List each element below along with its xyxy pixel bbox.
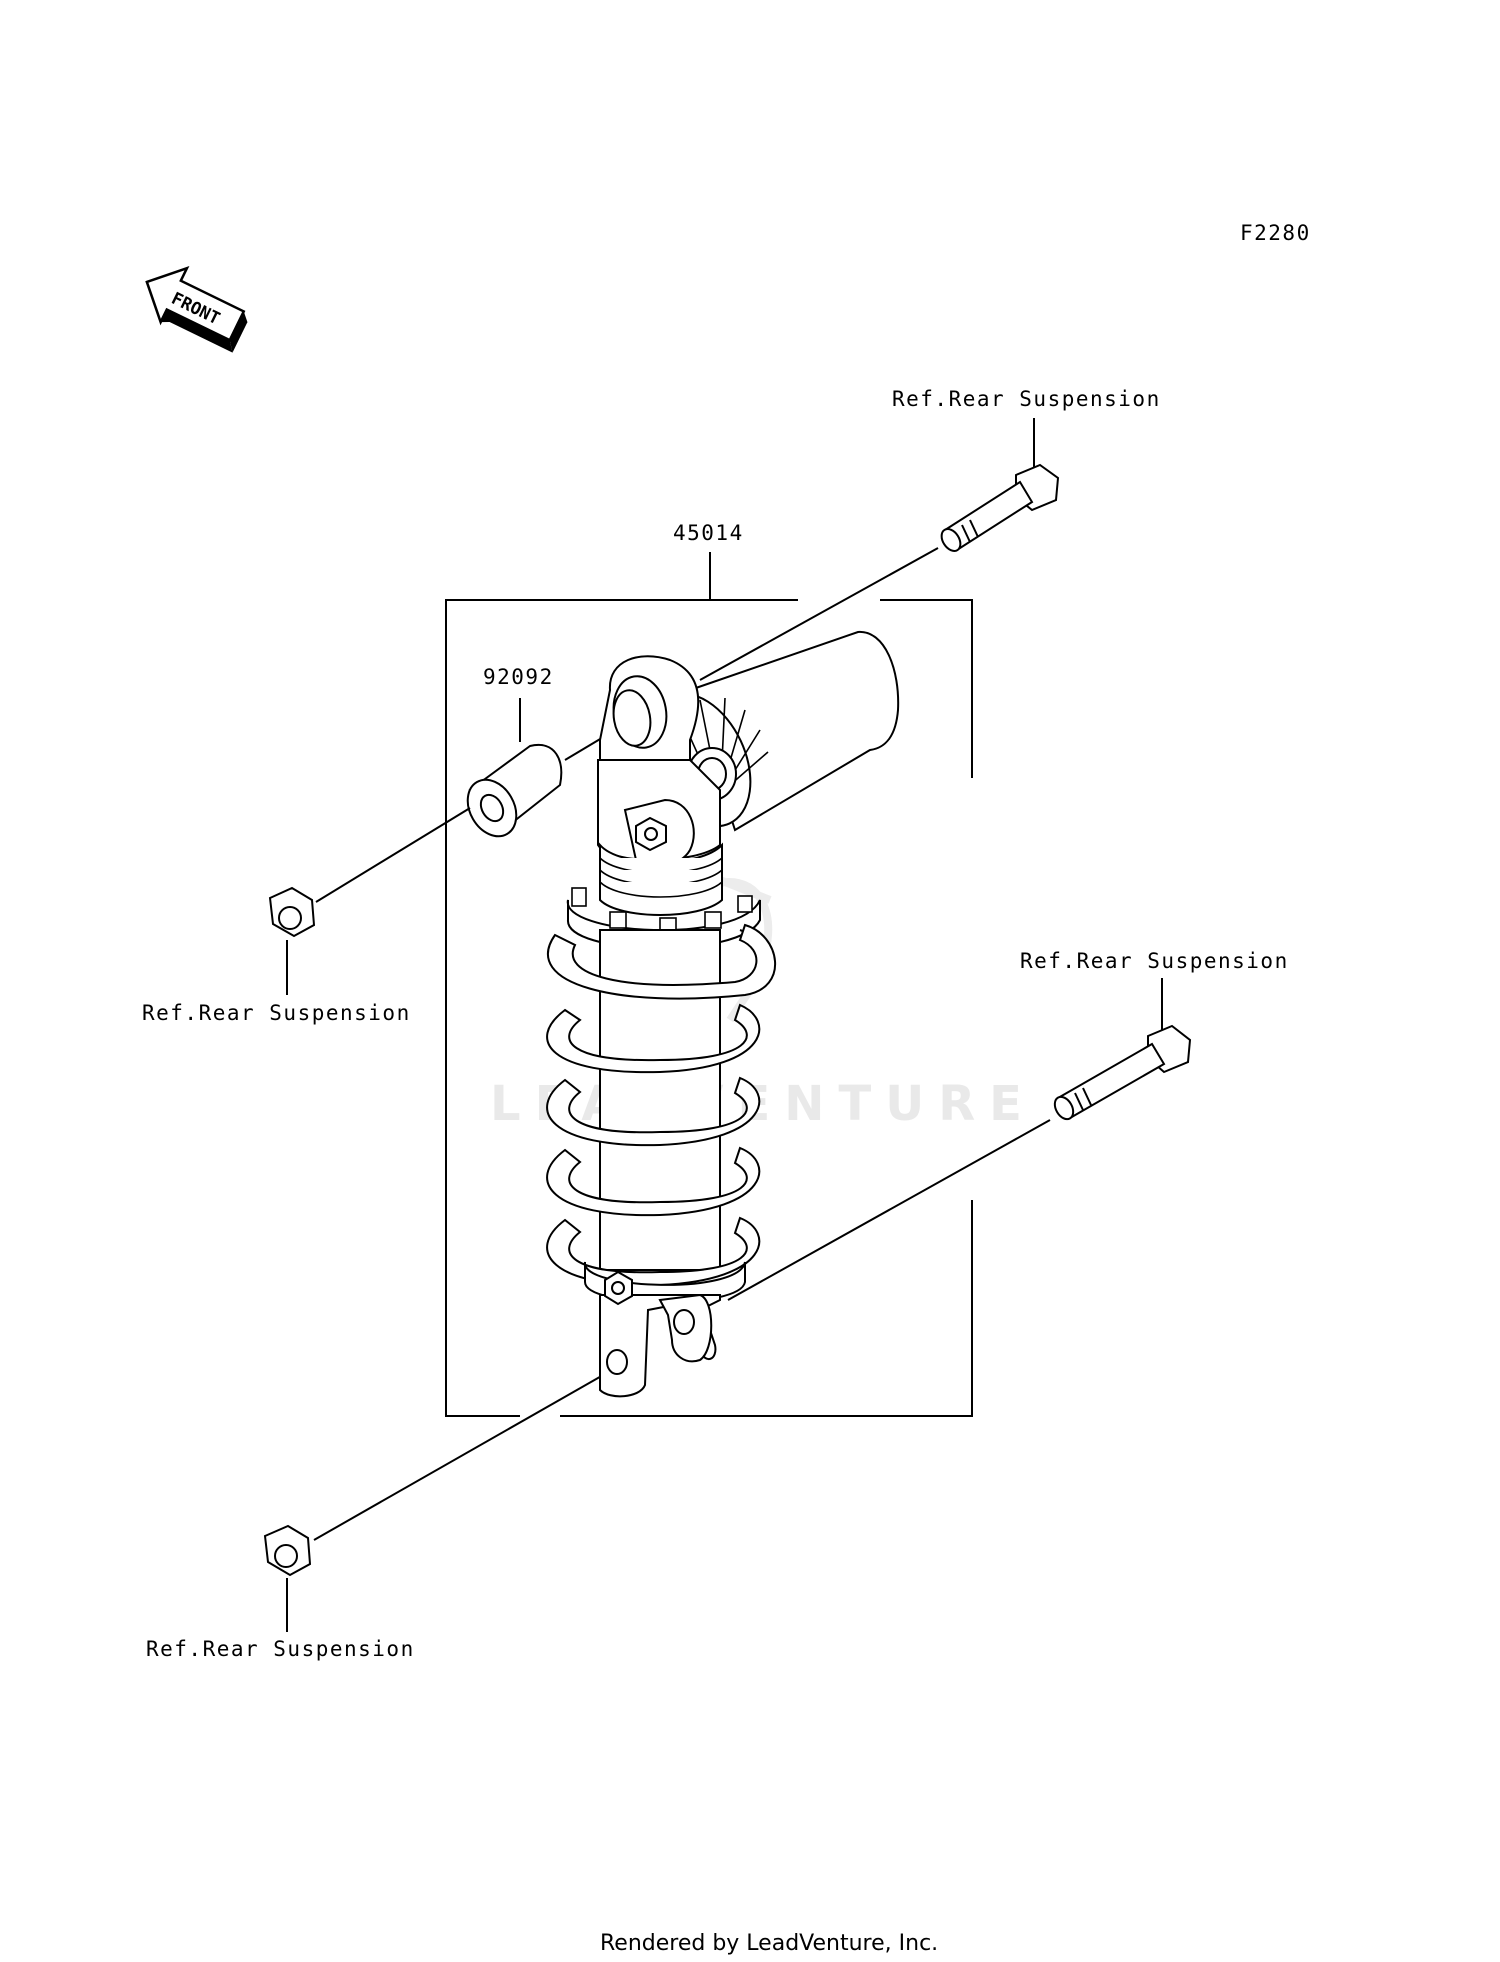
left-nut [268, 886, 316, 938]
right-bolt [1053, 1024, 1192, 1121]
front-arrow-icon: FRONT [145, 265, 248, 353]
top-bolt-ref-label: Ref.Rear Suspension [892, 387, 1161, 411]
assembly-bracket-right-top [880, 599, 973, 778]
bottom-nut-ref-label: Ref.Rear Suspension [146, 1637, 415, 1661]
left-nut-ref-label: Ref.Rear Suspension [142, 1001, 411, 1025]
right-bolt-ref-label: Ref.Rear Suspension [1020, 949, 1289, 973]
top-bolt [940, 463, 1060, 552]
assembly-bracket-right-bottom [560, 1200, 973, 1417]
part-number-92092: 92092 [483, 665, 554, 689]
collar-92092 [466, 743, 563, 838]
diagram-code: F2280 [1240, 221, 1311, 245]
assembly-bracket-left [445, 599, 798, 1417]
bottom-nut [263, 1524, 312, 1577]
part-number-45014: 45014 [673, 521, 744, 545]
shock-absorber-45014 [546, 630, 900, 1398]
footer-credit: Rendered by LeadVenture, Inc. [600, 1931, 938, 1956]
